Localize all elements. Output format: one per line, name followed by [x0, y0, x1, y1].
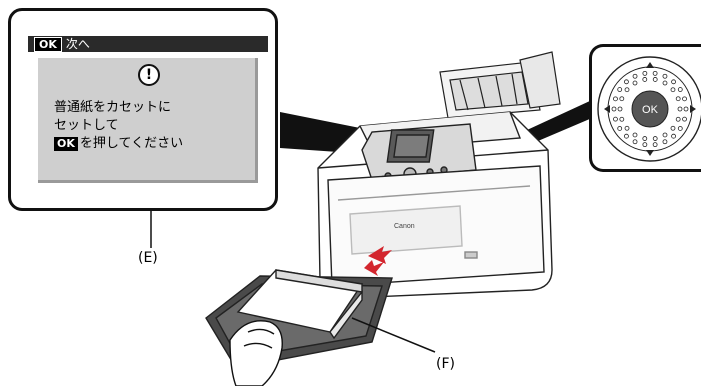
- down-arrow-icon: [646, 150, 654, 156]
- printer-body: [317, 111, 553, 299]
- pad-dot: [613, 96, 618, 102]
- pad-dot: [652, 70, 658, 76]
- pad-dot: [670, 125, 676, 131]
- message-line-1: 普通紙をカセットに: [54, 100, 172, 115]
- up-arrow-icon: [646, 62, 654, 68]
- pad-dot: [677, 87, 683, 92]
- label-e: (E): [138, 250, 158, 266]
- pad-dot: [642, 77, 648, 82]
- pad-dot: [677, 126, 683, 131]
- pad-dot: [652, 77, 658, 82]
- pad-dot: [617, 87, 623, 92]
- pad-dot: [624, 133, 629, 139]
- pad-dot: [624, 125, 630, 131]
- pad-dot: [632, 132, 638, 138]
- label-f: (F): [436, 356, 455, 372]
- message-line-2: セットして: [54, 118, 119, 133]
- pad-dot: [675, 116, 681, 122]
- pad-dot: [617, 106, 623, 112]
- leader-line-f: [351, 317, 436, 353]
- pad-dot: [682, 116, 687, 122]
- pad-dot: [662, 132, 668, 138]
- pad-dot: [662, 80, 668, 86]
- right-arrow-icon: [690, 105, 696, 113]
- pad-dot: [662, 73, 668, 79]
- pad-dot: [632, 80, 638, 86]
- pad-dot: [675, 96, 681, 102]
- pad-dot: [619, 116, 625, 122]
- pad-dot: [642, 70, 648, 76]
- pad-dot: [671, 79, 676, 85]
- pad-dot: [613, 116, 618, 122]
- ok-inline-badge: OK: [54, 137, 78, 151]
- insert-arrows: [364, 246, 392, 276]
- pad-dot: [619, 96, 625, 102]
- control-pad: OK: [597, 56, 701, 162]
- pad-dot: [671, 133, 676, 139]
- printer-brand: Canon: [394, 223, 415, 230]
- pad-dot: [652, 136, 658, 141]
- pad-dot: [624, 87, 630, 93]
- left-arrow-icon: [604, 105, 610, 113]
- pad-dot: [617, 126, 623, 131]
- pad-dot: [642, 142, 648, 148]
- pad-dot: [632, 139, 638, 145]
- pad-dot: [677, 106, 683, 112]
- pad-dot: [683, 106, 689, 112]
- pad-dot: [642, 136, 648, 141]
- pad-dot: [624, 79, 629, 85]
- ok-button-label: OK: [642, 104, 659, 116]
- message-line-3-text: を押してください: [79, 136, 184, 151]
- pad-dot: [682, 96, 687, 102]
- pad-dot: [632, 73, 638, 79]
- pad-dot: [611, 106, 617, 112]
- lcd-title-text: 次へ: [65, 37, 90, 51]
- pad-dot: [652, 142, 658, 148]
- ok-button: [631, 90, 669, 128]
- pad-dot: [662, 139, 668, 145]
- ok-badge: OK: [34, 37, 62, 52]
- alert-icon: !: [138, 64, 160, 86]
- pad-dot: [670, 87, 676, 93]
- hand-illustration: [229, 320, 283, 386]
- paper-support: [439, 51, 561, 119]
